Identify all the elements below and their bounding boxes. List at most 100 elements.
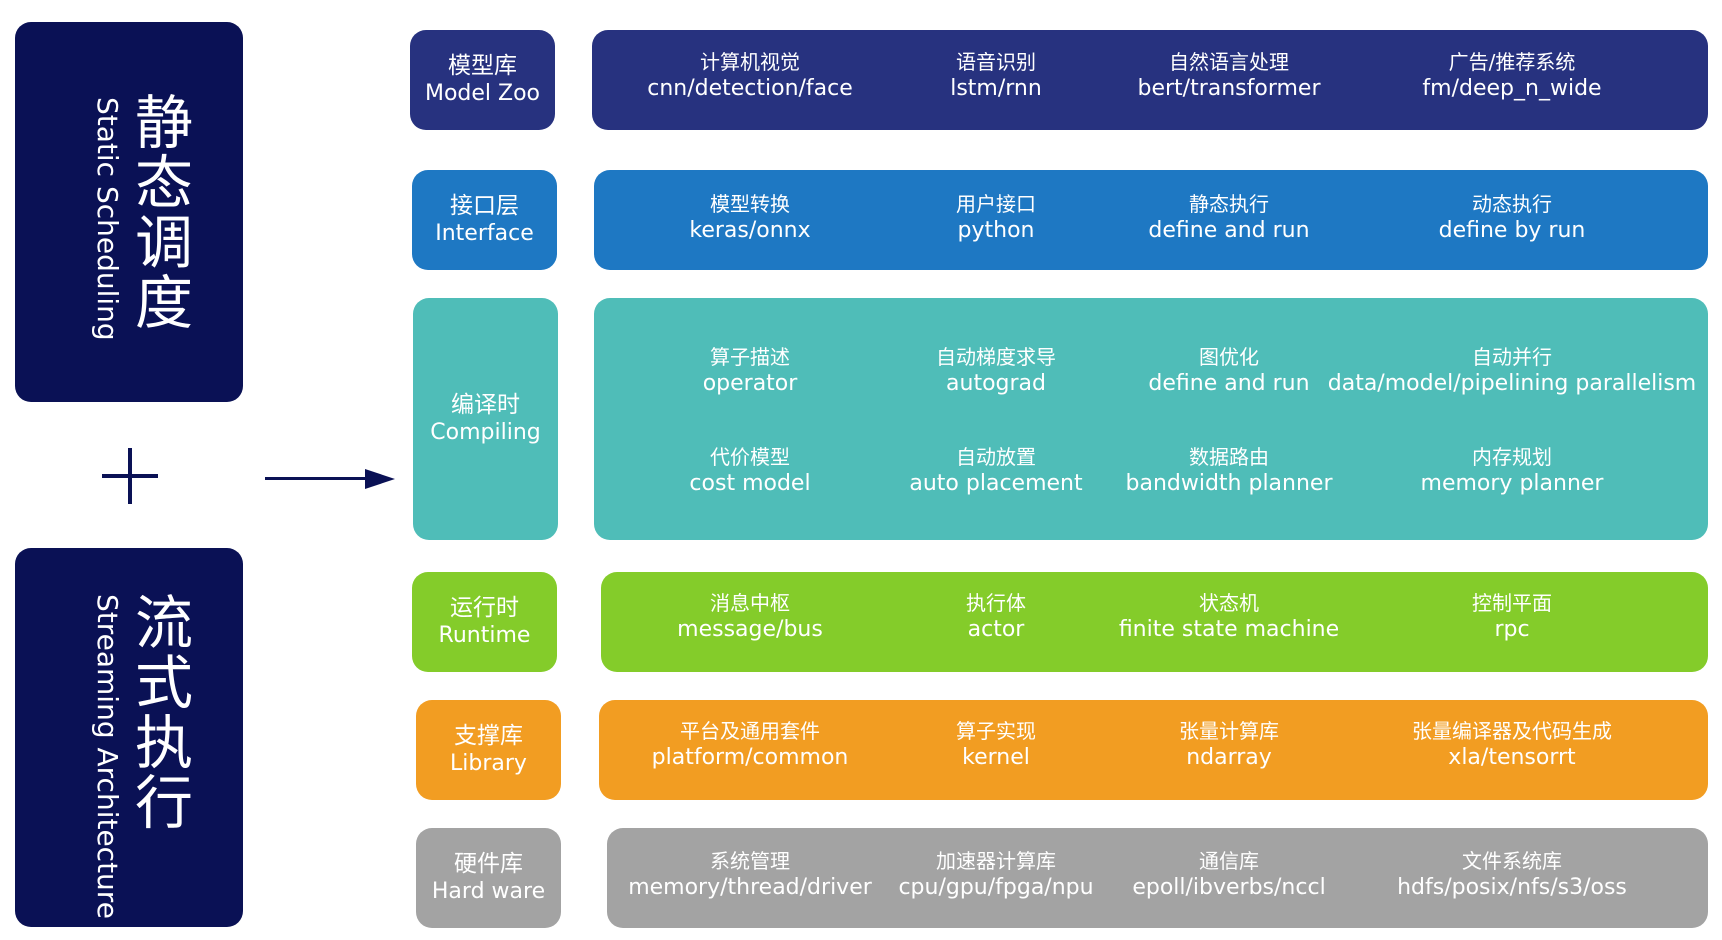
- arrow-right-icon: [265, 466, 395, 492]
- item-cn: 图优化: [1199, 345, 1259, 369]
- layer-label-cn: 支撑库: [454, 723, 523, 749]
- layer-label-en: Library: [450, 750, 527, 776]
- item-cn: 自动并行: [1472, 345, 1552, 369]
- item-cn: 通信库: [1198, 849, 1259, 873]
- item-en: ndarray: [1186, 745, 1272, 770]
- layer-content-hardware: 系统管理 memory/thread/driver 加速器计算库 cpu/gpu…: [607, 828, 1708, 928]
- item-cn: 系统管理: [710, 849, 790, 873]
- layer-item: 数据路由 bandwidth planner: [1125, 445, 1332, 498]
- item-en: operator: [702, 371, 798, 396]
- item-en: platform/common: [651, 745, 849, 770]
- layer-item: 加速器计算库 cpu/gpu/fpga/npu: [898, 849, 1093, 902]
- item-cn: 动态执行: [1472, 192, 1552, 216]
- item-en: bandwidth planner: [1125, 471, 1333, 496]
- layer-label-en: Interface: [435, 220, 534, 246]
- layer-item: 控制平面 rpc: [1472, 591, 1552, 644]
- layer-label-interface: 接口层 Interface: [412, 170, 557, 270]
- item-cn: 平台及通用套件: [680, 719, 820, 743]
- item-en: finite state machine: [1118, 617, 1340, 642]
- layer-content-interface: 模型转换 keras/onnx 用户接口 python 静态执行 define …: [594, 170, 1708, 270]
- item-cn: 用户接口: [956, 192, 1036, 216]
- layer-label-en: Model Zoo: [424, 80, 541, 106]
- layer-label-model-zoo: 模型库 Model Zoo: [410, 30, 555, 130]
- item-en: hdfs/posix/nfs/s3/oss: [1397, 875, 1627, 900]
- item-en: python: [957, 218, 1035, 243]
- item-en: define by run: [1438, 218, 1586, 243]
- item-cn: 消息中枢: [710, 591, 790, 615]
- item-en: cpu/gpu/fpga/npu: [898, 875, 1094, 900]
- layer-library: 支撑库 Library 平台及通用套件 platform/common 算子实现…: [0, 700, 1722, 800]
- layer-item: 代价模型 cost model: [689, 445, 810, 498]
- layer-label-hardware: 硬件库 Hard ware: [416, 828, 561, 928]
- static-scheduling-en: Static Scheduling: [91, 97, 124, 341]
- static-scheduling-cn: 静态调度: [125, 92, 193, 332]
- item-en: autograd: [946, 371, 1046, 396]
- item-cn: 加速器计算库: [936, 849, 1056, 873]
- item-en: bert/transformer: [1137, 76, 1321, 101]
- layer-content-library: 平台及通用套件 platform/common 算子实现 kernel 张量计算…: [599, 700, 1708, 800]
- layer-item: 算子描述 operator: [703, 345, 798, 398]
- layer-item: 图优化 define and run: [1148, 345, 1309, 398]
- static-scheduling-box: 静态调度 Static Scheduling: [15, 22, 243, 402]
- item-en: data/model/pipelining parallelism: [1327, 371, 1697, 396]
- streaming-architecture-box: 流式执行 Streaming Architecture: [15, 548, 243, 927]
- layer-content-runtime: 消息中枢 message/bus 执行体 actor 状态机 finite st…: [601, 572, 1708, 672]
- layer-model-zoo: 模型库 Model Zoo 计算机视觉 cnn/detection/face 语…: [0, 30, 1722, 130]
- item-cn: 执行体: [966, 591, 1026, 615]
- layer-item: 状态机 finite state machine: [1119, 591, 1339, 644]
- item-en: kernel: [962, 745, 1030, 770]
- layer-compiling: 编译时 Compiling 算子描述 operator 自动梯度求导 autog…: [0, 298, 1722, 540]
- layer-item: 自动放置 auto placement: [909, 445, 1082, 498]
- plus-icon: [102, 448, 158, 504]
- layer-item: 算子实现 kernel: [956, 719, 1036, 772]
- item-en: lstm/rnn: [950, 76, 1042, 101]
- item-cn: 语音识别: [956, 50, 1036, 74]
- item-cn: 张量编译器及代码生成: [1412, 719, 1612, 743]
- item-cn: 自然语言处理: [1168, 50, 1289, 74]
- item-cn: 数据路由: [1188, 445, 1269, 469]
- layer-label-en: Hard ware: [431, 878, 546, 904]
- layer-label-cn: 硬件库: [454, 851, 523, 877]
- item-cn: 文件系统库: [1462, 849, 1562, 873]
- layer-item: 内存规划 memory planner: [1421, 445, 1604, 498]
- item-en: define and run: [1148, 218, 1310, 243]
- item-cn: 广告/推荐系统: [1448, 50, 1576, 74]
- item-en: epoll/ibverbs/nccl: [1132, 875, 1326, 900]
- item-cn: 计算机视觉: [700, 50, 800, 74]
- item-cn: 算子实现: [956, 719, 1036, 743]
- layer-label-library: 支撑库 Library: [416, 700, 561, 800]
- layer-item: 平台及通用套件 platform/common: [652, 719, 849, 772]
- item-en: define and run: [1148, 371, 1310, 396]
- streaming-architecture-en: Streaming Architecture: [91, 594, 124, 919]
- layer-item: 动态执行 define by run: [1439, 192, 1586, 245]
- layer-interface: 接口层 Interface 模型转换 keras/onnx 用户接口 pytho…: [0, 170, 1722, 270]
- item-en: cnn/detection/face: [647, 76, 853, 101]
- item-en: message/bus: [677, 617, 823, 642]
- layer-item: 计算机视觉 cnn/detection/face: [647, 50, 853, 103]
- item-cn: 状态机: [1199, 591, 1259, 615]
- layer-content-compiling: 算子描述 operator 自动梯度求导 autograd 图优化 define…: [594, 298, 1708, 540]
- item-cn: 模型转换: [709, 192, 790, 216]
- layer-label-cn: 编译时: [451, 392, 520, 418]
- item-en: memory planner: [1420, 471, 1604, 496]
- item-en: keras/onnx: [689, 218, 811, 243]
- layer-label-compiling: 编译时 Compiling: [413, 298, 558, 540]
- layer-item: 自然语言处理 bert/transformer: [1137, 50, 1320, 103]
- item-cn: 张量计算库: [1179, 719, 1279, 743]
- layer-hardware: 硬件库 Hard ware 系统管理 memory/thread/driver …: [0, 828, 1722, 928]
- item-cn: 静态执行: [1189, 192, 1269, 216]
- layer-content-model-zoo: 计算机视觉 cnn/detection/face 语音识别 lstm/rnn 自…: [592, 30, 1708, 130]
- layer-label-runtime: 运行时 Runtime: [412, 572, 557, 672]
- layer-item: 系统管理 memory/thread/driver: [628, 849, 872, 902]
- layer-label-en: Runtime: [438, 622, 531, 648]
- item-en: xla/tensorrt: [1448, 745, 1576, 770]
- item-en: actor: [967, 617, 1025, 642]
- layer-item: 张量编译器及代码生成 xla/tensorrt: [1412, 719, 1612, 772]
- layer-item: 通信库 epoll/ibverbs/nccl: [1132, 849, 1325, 902]
- layer-item: 用户接口 python: [956, 192, 1036, 245]
- layer-item: 自动梯度求导 autograd: [936, 345, 1056, 398]
- layer-item: 广告/推荐系统 fm/deep_n_wide: [1422, 50, 1601, 103]
- item-en: rpc: [1494, 617, 1530, 642]
- streaming-architecture-cn: 流式执行: [125, 592, 193, 832]
- item-cn: 内存规划: [1471, 445, 1552, 469]
